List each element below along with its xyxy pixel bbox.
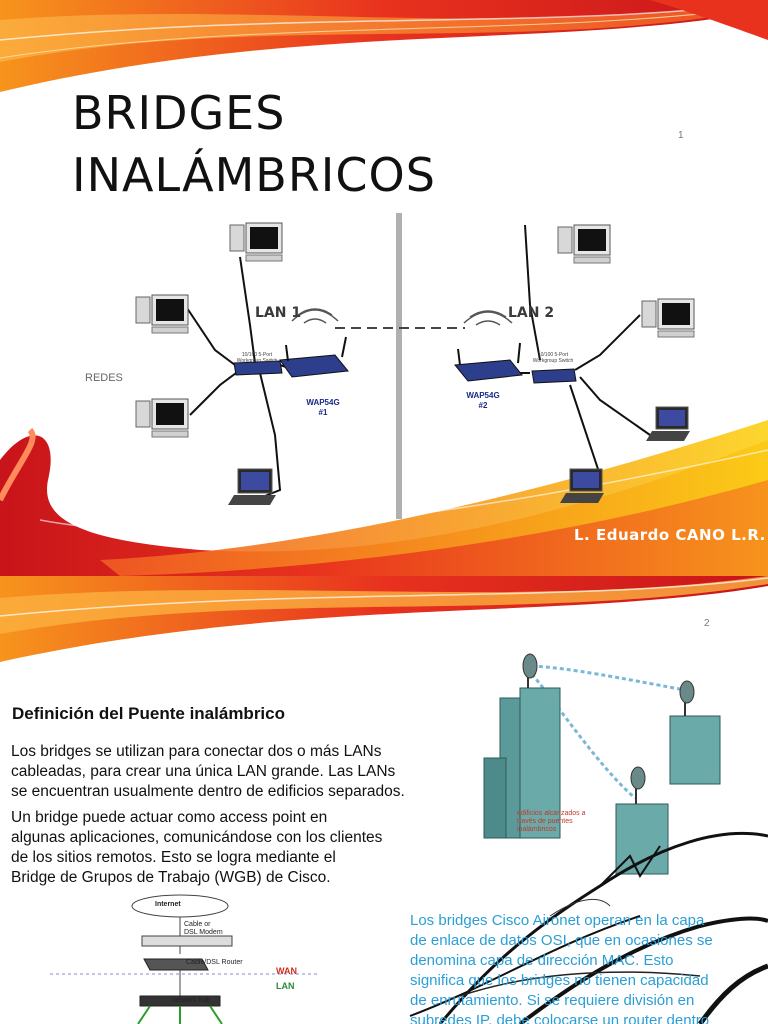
bottom-swoosh-decoration	[0, 420, 768, 576]
top-swoosh-decoration	[0, 576, 768, 662]
divider-pole	[396, 213, 402, 519]
switch1-label: 10/100 5-Port Workgroup Switch	[236, 352, 278, 364]
page-number: 2	[704, 618, 710, 629]
wap2-label: WAP54G #2	[458, 391, 508, 411]
page-number: 1	[678, 130, 684, 141]
section-label: REDES	[85, 372, 123, 384]
workgroup-switch-icon	[531, 368, 577, 384]
paragraph-line: Un bridge puede actuar como access point…	[11, 809, 328, 826]
paragraph-line: Bridge de Grupos de Trabajo (WGB) de Cis…	[11, 869, 331, 886]
slide-title: BRIDGES INALÁMBRICOS	[72, 82, 436, 206]
laptop-icon	[560, 468, 604, 503]
lan1-label: LAN 1	[255, 305, 302, 321]
title-line-1: BRIDGES	[72, 86, 286, 140]
buildings-caption-line: inalámbricos	[517, 826, 557, 833]
desktop-pc-icon	[229, 222, 283, 262]
slide-2: 2 edificios alcanzados a través de puent…	[0, 576, 768, 1024]
paragraph-1: Los bridges se utilizan para conectar do…	[11, 742, 405, 802]
ink-splash-decoration	[409, 832, 768, 1024]
hub-label: network hub	[172, 997, 211, 1004]
desktop-pc-icon	[135, 294, 189, 334]
paragraph-line: algunas aplicaciones, comunicándose con …	[11, 829, 383, 846]
cisco-aironet-text: Los bridges Cisco Aironet operan en la c…	[410, 911, 760, 1024]
wireless-access-point-icon	[279, 308, 349, 378]
title-line-2: INALÁMBRICOS	[72, 148, 436, 202]
router-label: Cable/DSL Router	[186, 959, 243, 966]
modem-label-line: DSL Modem	[184, 929, 223, 936]
author-name: L. Eduardo CANO L.R.	[574, 526, 766, 544]
wap1-model: WAP54G	[306, 398, 340, 407]
paragraph-line: Los bridges se utilizan para conectar do…	[11, 743, 382, 760]
wan-label: WAN	[276, 966, 297, 976]
workgroup-switch-icon	[233, 360, 283, 376]
desktop-pc-icon	[557, 224, 611, 264]
bridge-network-diagram	[135, 213, 695, 519]
paragraph-2: Un bridge puede actuar como access point…	[11, 808, 382, 888]
buildings-illustration	[483, 653, 721, 875]
paragraph-line: de los sitios remotos. Esto se logra med…	[11, 849, 336, 866]
wap1-label: WAP54G #1	[298, 398, 348, 418]
cisco-text-line: significa que los bridges no tienen capa…	[410, 972, 709, 989]
wap1-number: #1	[318, 408, 328, 417]
cisco-text-line: de enrutamiento. Si se requiere división…	[410, 992, 695, 1009]
building-icon	[483, 653, 561, 839]
buildings-caption: edificios alcanzados a través de puentes…	[517, 810, 586, 834]
top-swoosh-decoration	[0, 0, 768, 92]
slide-heading: Definición del Puente inalámbrico	[12, 704, 285, 723]
buildings-caption-line: través de puentes	[517, 818, 573, 825]
paragraph-line: se encuentran usualmente dentro de edifi…	[11, 783, 405, 800]
laptop-icon	[228, 468, 276, 505]
slide-1: BRIDGES INALÁMBRICOS 1 REDES	[0, 0, 768, 576]
modem-label-line: Cable or	[184, 921, 211, 928]
lan-label: LAN	[276, 981, 295, 991]
wap2-number: #2	[478, 401, 488, 410]
home-network-diagram	[50, 894, 320, 1024]
cisco-text-line: de enlace de datos OSI, que en ocasiones…	[410, 932, 713, 949]
cisco-text-line: Los bridges Cisco Aironet operan en la c…	[410, 912, 705, 929]
cisco-text-line: denomina capa de dirección MAC. Esto	[410, 952, 674, 969]
building-icon	[669, 680, 721, 785]
buildings-caption-line: edificios alcanzados a	[517, 810, 586, 817]
laptop-icon	[646, 406, 690, 441]
desktop-pc-icon	[135, 398, 189, 438]
switch2-label: 10/100 5-Port Workgroup Switch	[532, 352, 574, 364]
internet-label: Internet	[155, 901, 181, 908]
modem-label: Cable or DSL Modem	[184, 921, 223, 937]
cisco-text-line: subredes IP, debe colocarse un router de…	[410, 1012, 710, 1024]
paragraph-line: cableadas, para crear una única LAN gran…	[11, 763, 396, 780]
lan2-label: LAN 2	[508, 305, 555, 321]
wap2-model: WAP54G	[466, 391, 500, 400]
desktop-pc-icon	[641, 298, 695, 338]
wireless-access-point-icon	[454, 310, 523, 382]
